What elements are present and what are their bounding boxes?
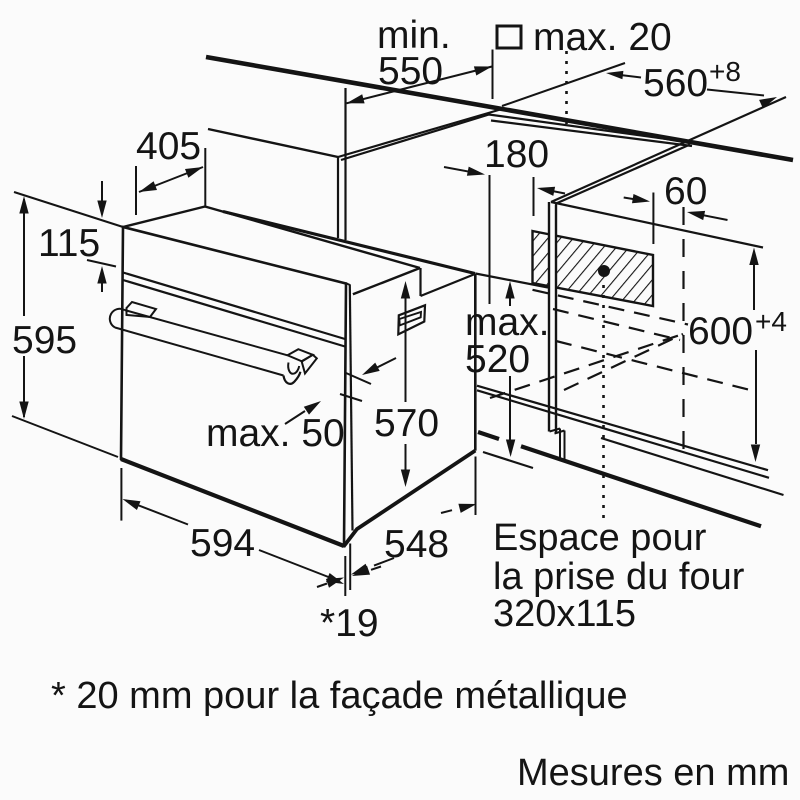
svg-text:550: 550 xyxy=(378,50,443,93)
svg-text:560: 560 xyxy=(643,62,708,105)
svg-text:594: 594 xyxy=(190,522,255,565)
svg-text:180: 180 xyxy=(484,133,549,176)
svg-text:595: 595 xyxy=(12,319,77,362)
svg-text:+8: +8 xyxy=(709,56,741,87)
svg-text:Mesures en mm: Mesures en mm xyxy=(517,752,789,794)
svg-text:max. 50: max. 50 xyxy=(206,412,345,455)
svg-text:*19: *19 xyxy=(320,602,379,645)
svg-text:min.: min. xyxy=(377,14,451,57)
svg-text:115: 115 xyxy=(38,222,100,265)
svg-text:405: 405 xyxy=(136,125,201,168)
svg-text:570: 570 xyxy=(374,402,439,445)
svg-text:Espace pour: Espace pour xyxy=(493,517,707,559)
svg-text:max. 20: max. 20 xyxy=(533,16,672,59)
svg-text:320x115: 320x115 xyxy=(493,593,636,635)
svg-text:la prise du four: la prise du four xyxy=(493,556,745,598)
svg-text:60: 60 xyxy=(664,170,707,213)
svg-text:max.: max. xyxy=(465,301,550,344)
svg-text:+4: +4 xyxy=(755,306,787,337)
svg-text:600: 600 xyxy=(688,310,753,353)
svg-text:548: 548 xyxy=(384,523,449,566)
svg-text:520: 520 xyxy=(465,338,530,381)
svg-text:* 20 mm pour la façade métalli: * 20 mm pour la façade métallique xyxy=(51,675,628,717)
